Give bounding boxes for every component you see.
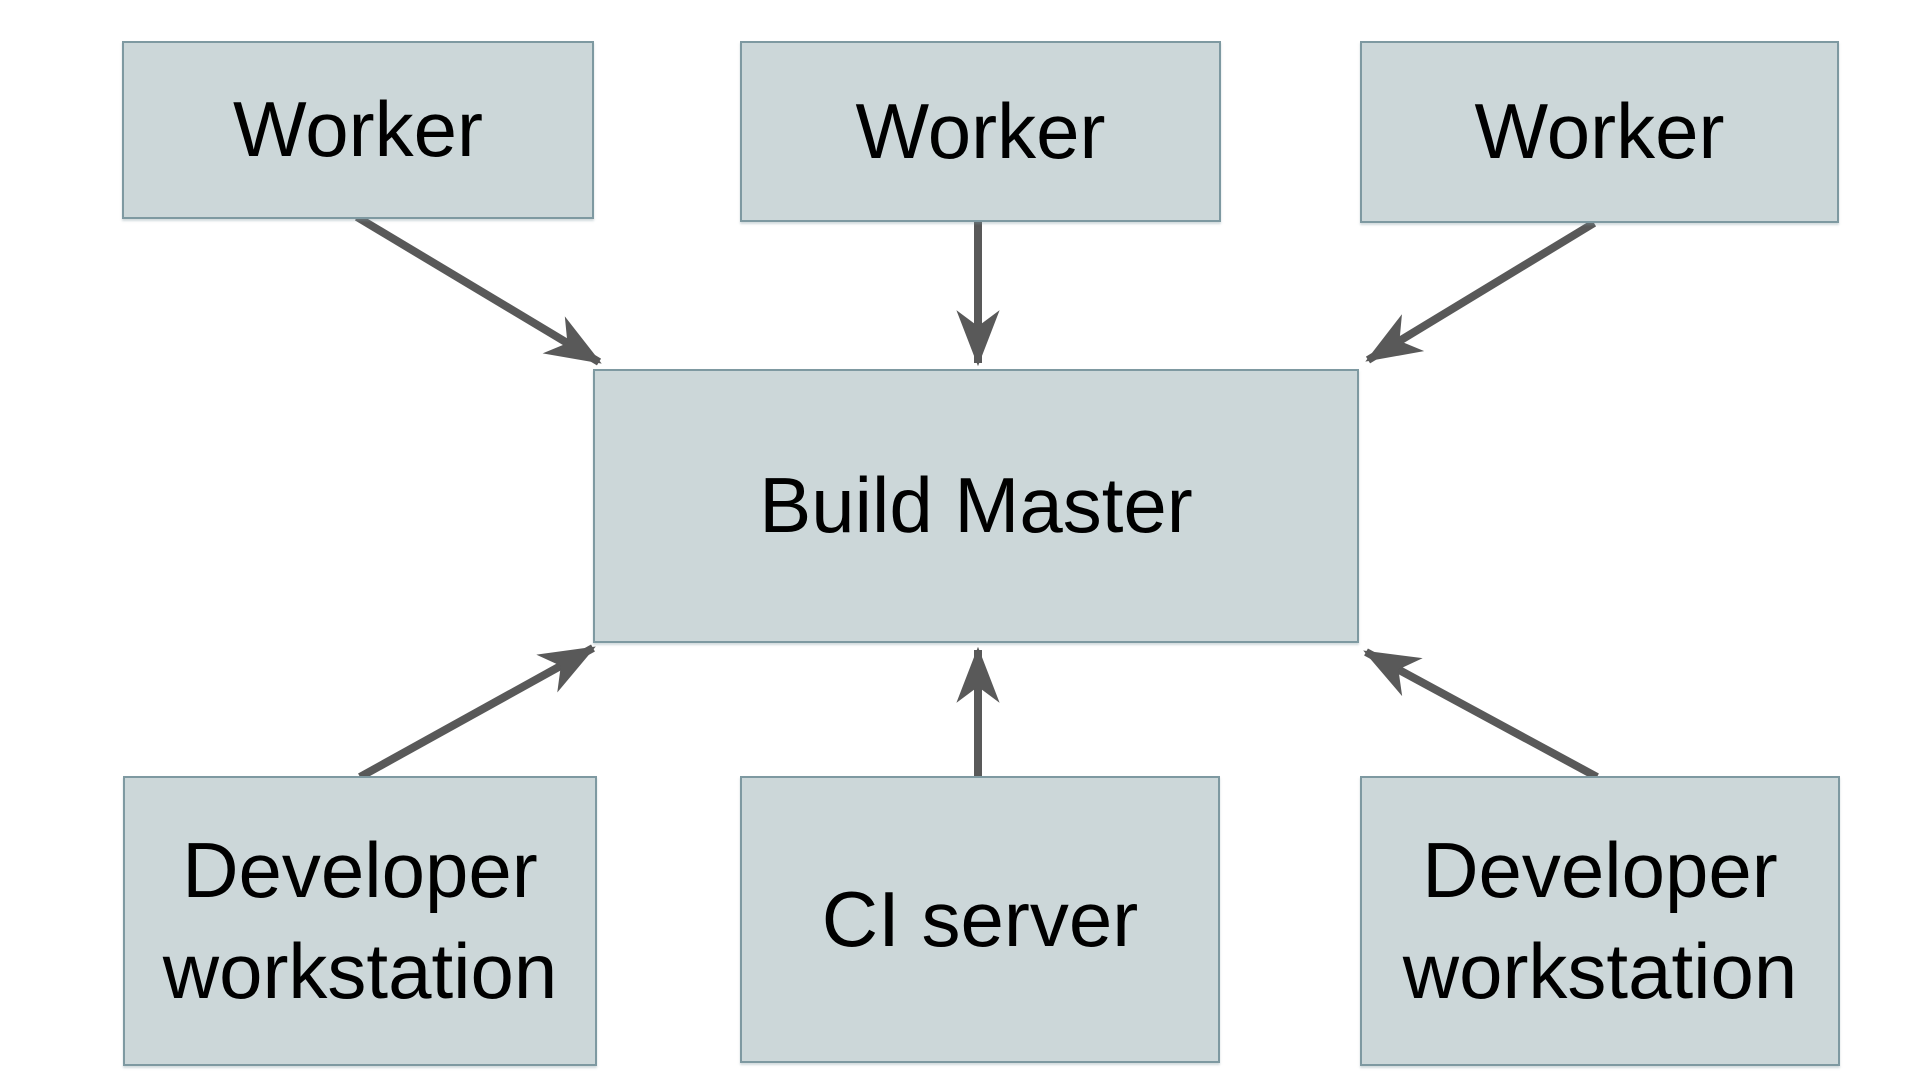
arrow-developer-workstation-left-to-build-master — [358, 644, 596, 781]
node-worker-1: Worker — [122, 41, 594, 219]
node-label: CI server — [821, 874, 1139, 963]
node-worker-2: Worker — [740, 41, 1221, 222]
arrow-worker-3-to-build-master — [1365, 219, 1597, 364]
node-label: Build Master — [759, 461, 1193, 550]
node-label: Worker — [1474, 87, 1725, 176]
arrow-worker-1-to-build-master — [354, 213, 602, 366]
node-ci-server: CI server — [740, 776, 1220, 1063]
node-build-master: Build Master — [593, 369, 1359, 643]
arrow-developer-workstation-right-to-build-master — [1363, 648, 1599, 781]
node-worker-3: Worker — [1360, 41, 1839, 223]
node-developer-workstation-left: Developer workstation — [123, 776, 597, 1066]
node-label: Developer workstation — [1402, 825, 1798, 1015]
node-label: Worker — [855, 86, 1106, 175]
node-label: Worker — [233, 85, 483, 174]
node-label: Developer workstation — [162, 825, 558, 1015]
node-developer-workstation-right: Developer workstation — [1360, 776, 1840, 1066]
